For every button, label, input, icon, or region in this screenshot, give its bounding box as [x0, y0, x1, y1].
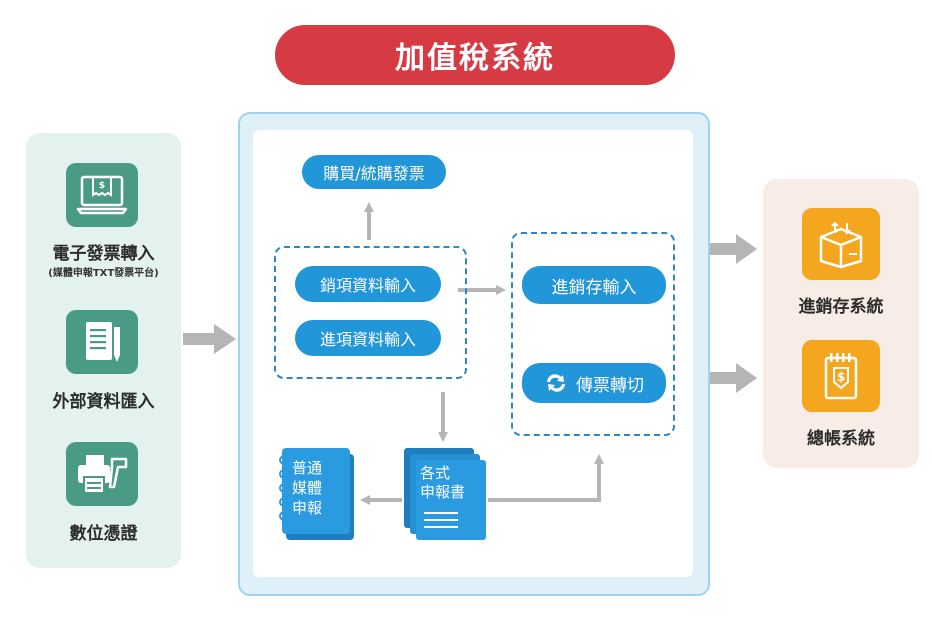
arrow-to-ledger-system — [710, 363, 757, 393]
external-data-label: 外部資料匯入 — [52, 392, 155, 412]
media-declaration-notebook: 普通 媒體 申報 — [278, 448, 354, 540]
voucher-transfer-label: 傳票轉切 — [576, 375, 644, 396]
svg-text:$: $ — [837, 370, 845, 384]
arrow-to-inventory-system — [710, 234, 757, 264]
printer-scanner-icon — [66, 442, 138, 506]
declaration-forms-label: 各式 申報書 — [420, 464, 466, 501]
voucher-transfer-pill: 傳票轉切 — [522, 363, 666, 403]
declaration-forms-stack: 各式 申報書 — [404, 448, 488, 540]
arrow-inputs-to-system — [183, 324, 236, 354]
document-pen-icon — [66, 310, 138, 374]
einvoice-sublabel: (媒體申報TXT發票平台) — [48, 268, 159, 279]
box-icon — [802, 208, 880, 280]
notepad-dollar-icon: $ — [802, 340, 880, 412]
digital-cert-label: 數位憑證 — [69, 524, 138, 544]
einvoice-label: 電子發票轉入 — [52, 244, 155, 264]
inventory-group — [511, 232, 675, 436]
purchase-invoice-pill: 購買/統購發票 — [302, 155, 446, 189]
media-declaration-label: 普通 媒體 申報 — [292, 459, 323, 517]
purchase-input-pill: 進項資料輸入 — [295, 320, 441, 356]
refresh-icon — [547, 374, 565, 392]
arrow-forms-to-inventory-box — [488, 454, 604, 502]
ledger-system-label: 總帳系統 — [807, 429, 875, 449]
receipt-laptop-icon: $ — [66, 163, 138, 227]
inventory-input-pill: 進銷存輸入 — [522, 266, 666, 304]
sales-input-pill: 銷項資料輸入 — [295, 266, 441, 302]
system-title: 加值稅系統 — [275, 25, 675, 85]
inventory-system-label: 進銷存系統 — [798, 297, 884, 317]
vat-input-group — [274, 246, 467, 379]
spiral-binding-icon — [279, 455, 289, 521]
svg-text:$: $ — [99, 181, 105, 191]
